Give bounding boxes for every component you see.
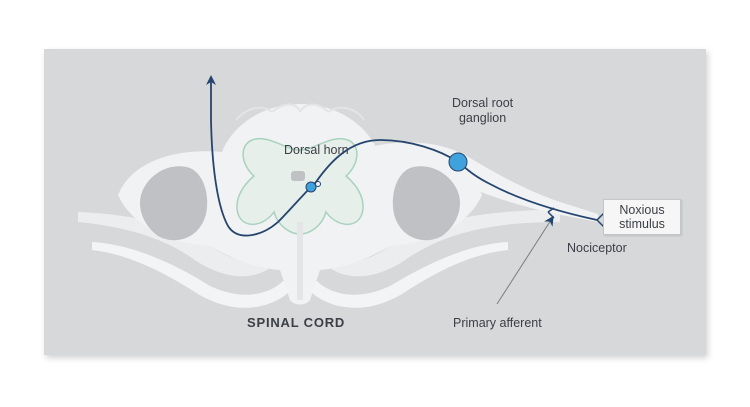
- left-ventral-grey: [139, 166, 208, 241]
- dorsal-root-ganglion-cell: [448, 152, 468, 172]
- dorsal-horn-synapse: [305, 181, 317, 193]
- nociceptor-label: Nociceptor: [567, 241, 627, 255]
- dorsal-horn-label: Dorsal horn: [284, 143, 349, 157]
- synapse-terminal: [315, 181, 321, 187]
- primary-afferent-path: [206, 75, 598, 237]
- right-ventral-grey: [392, 166, 461, 241]
- dorsal-root-ganglion-label: Dorsal root ganglion: [452, 96, 514, 125]
- spinal-cord-title: SPINAL CORD: [247, 315, 346, 330]
- noxious-stimulus-box: Noxious stimulus: [603, 199, 681, 235]
- nociceptor-fork: [547, 207, 606, 229]
- primary-afferent-label: Primary afferent: [453, 316, 542, 330]
- primary-afferent-leader: [496, 215, 554, 305]
- noxious-stimulus-label: Noxious stimulus: [619, 203, 665, 231]
- dorsal-ridge: [235, 103, 365, 121]
- central-canal: [291, 171, 305, 181]
